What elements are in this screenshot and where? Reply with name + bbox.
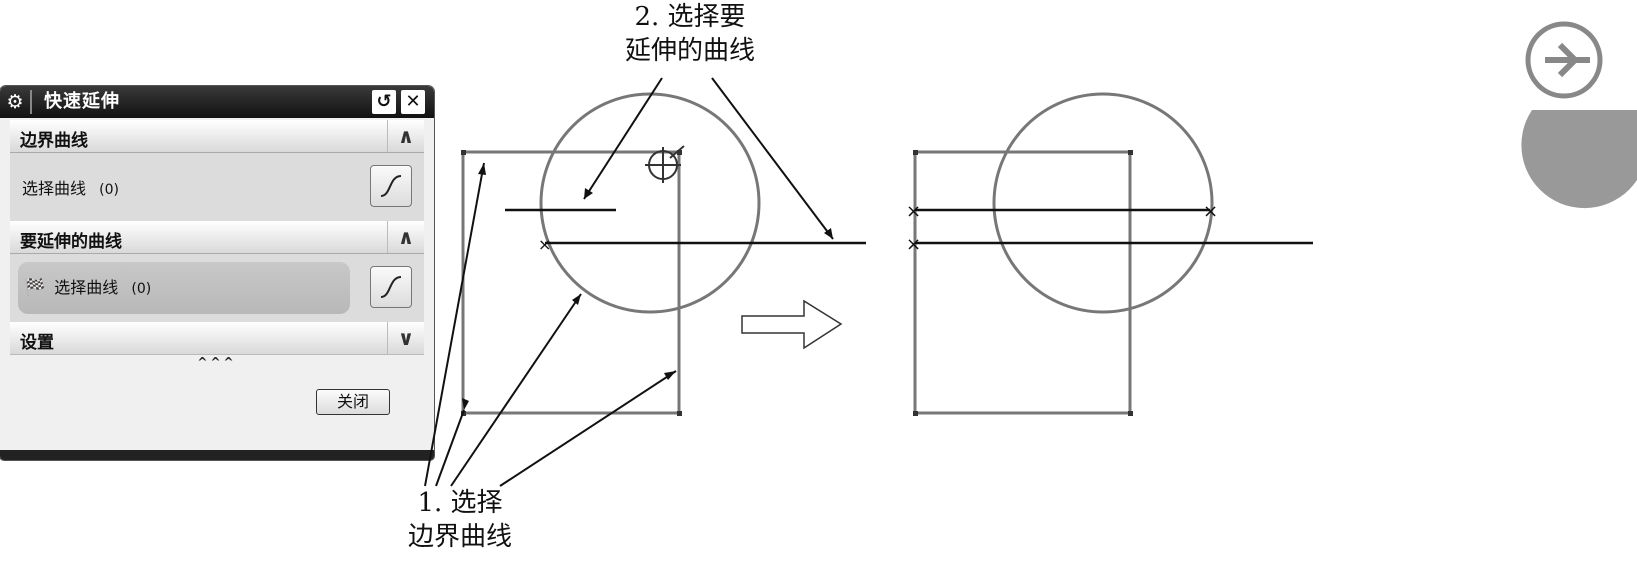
dialog-titlebar[interactable]: ⚙ 快速延伸 ↺ ✕ (0, 86, 434, 118)
callout-2-line-1: 2. 选择要 (634, 2, 746, 32)
boundary-circle[interactable] (539, 92, 761, 314)
title-separator (30, 90, 32, 114)
extend-curve-group-body: 🏁 选择曲线 (0) (10, 254, 424, 322)
result-arrow-icon (741, 299, 843, 350)
svg-text:×: × (906, 201, 921, 222)
extend-select-curve-label: 选择曲线 (54, 278, 119, 297)
chevron-up-icon[interactable]: ∧ (387, 120, 424, 152)
chevron-up-icon[interactable]: ∧ (387, 221, 424, 253)
reset-icon[interactable]: ↺ (372, 90, 396, 114)
pick-cursor-icon (645, 145, 685, 183)
result-rectangle (913, 150, 1132, 415)
callout-2-leaders (583, 77, 834, 240)
extend-select-count: (0) (131, 281, 152, 297)
boundary-rectangle[interactable] (461, 150, 681, 415)
boundary-select-count: (0) (99, 182, 119, 198)
flag-icon: 🏁 (24, 278, 46, 298)
dialog-bottom-bar (0, 450, 434, 460)
boundary-curve-group-header[interactable]: 边界曲线 ∧ (10, 120, 424, 153)
chapter-logo-icon (1521, 21, 1637, 209)
callout-select-boundary-curve: 1. 选择 边界曲线 (370, 486, 550, 554)
quick-extend-dialog: ⚙ 快速延伸 ↺ ✕ 边界曲线 ∧ 选择曲线 (0) 要延伸的曲线 ∧ 🏁 选择… (0, 86, 434, 460)
svg-text:×: × (906, 234, 921, 255)
dialog-title: 快速延伸 (44, 91, 120, 112)
select-extend-curve-button[interactable] (370, 266, 412, 308)
gear-icon[interactable]: ⚙ (6, 91, 24, 113)
curve-icon (380, 175, 402, 197)
callout-select-curve-to-extend: 2. 选择要 延伸的曲线 (600, 0, 780, 68)
select-boundary-curve-button[interactable] (370, 165, 412, 207)
extend-select-curve-row[interactable]: 🏁 选择曲线 (0) (18, 262, 350, 314)
callout-2-line-2: 延伸的曲线 (624, 36, 755, 66)
after-sketch (913, 92, 1214, 415)
boundary-curve-group-body: 选择曲线 (0) (10, 153, 424, 221)
corner-points (461, 150, 682, 416)
extend-curve-group-header[interactable]: 要延伸的曲线 ∧ (10, 221, 424, 254)
result-circle (992, 92, 1214, 314)
settings-group-label: 设置 (20, 333, 54, 353)
boundary-select-curve-label: 选择曲线 (22, 179, 87, 198)
callout-1-leaders (424, 162, 677, 487)
cross-mark: × (538, 235, 551, 254)
boundary-select-curve-row[interactable]: 选择曲线 (0) (22, 175, 119, 199)
boundary-curve-group-label: 边界曲线 (20, 131, 88, 151)
extend-curve-group-label: 要延伸的曲线 (20, 232, 122, 252)
curve-icon (380, 276, 402, 298)
callout-1-line-2: 边界曲线 (407, 522, 512, 552)
svg-text:×: × (1203, 201, 1218, 222)
close-icon[interactable]: ✕ (401, 90, 425, 114)
more-options-toggle[interactable]: ^^^ (10, 354, 424, 375)
callout-1-line-1: 1. 选择 (417, 488, 503, 518)
before-sketch (461, 92, 761, 415)
close-button[interactable]: 关闭 (316, 389, 390, 415)
chevron-down-icon[interactable]: ∨ (387, 322, 424, 354)
